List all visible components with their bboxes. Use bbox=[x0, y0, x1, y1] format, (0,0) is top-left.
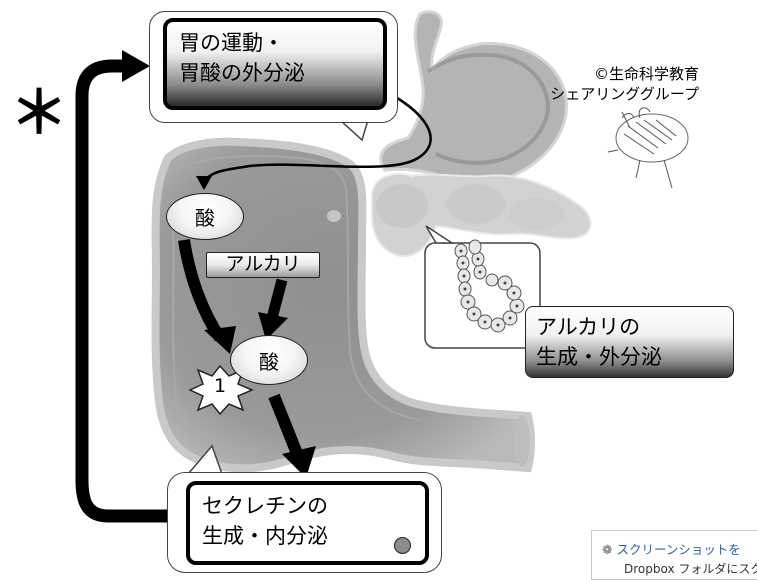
stomach-illustration bbox=[379, 10, 568, 185]
alkali-flow-arrow bbox=[258, 278, 288, 340]
stomach-function-line2: 胃酸の外分泌 bbox=[179, 61, 305, 85]
feedback-arrow bbox=[75, 50, 186, 523]
acid-label-1: 酸 bbox=[195, 206, 215, 230]
copyright-text: ©生命科学教育 シェアリンググループ bbox=[519, 64, 699, 104]
dropbox-toast[interactable]: ❁スクリーンショットを Dropbox フォルダにスク bbox=[591, 530, 757, 580]
stomach-function-line1: 胃の運動・ bbox=[179, 31, 284, 55]
toast-title-row[interactable]: ❁スクリーンショットを bbox=[602, 539, 741, 558]
acinus-cells-illustration bbox=[424, 225, 541, 349]
asterisk-marker: ＊ bbox=[10, 79, 69, 147]
alkali-secretion-line2: 生成・外分泌 bbox=[536, 345, 662, 369]
secretin-box: セクレチンの 生成・内分泌 bbox=[186, 481, 429, 565]
acid-label-2: 酸 bbox=[259, 349, 279, 374]
secretin-line2: 生成・内分泌 bbox=[202, 524, 328, 548]
copyright-line2: シェアリンググループ bbox=[550, 85, 699, 103]
dropbox-icon: ❁ bbox=[602, 542, 613, 557]
acid-secretion-line bbox=[196, 84, 432, 190]
alkali-label-box: アルカリ bbox=[206, 252, 320, 278]
grey-dot-marker bbox=[394, 537, 411, 554]
acid-ellipse-stomach: 酸 bbox=[166, 193, 244, 240]
bird-logo-sketch bbox=[607, 107, 689, 189]
reaction-burst bbox=[188, 364, 254, 416]
acid-ellipse-duodenum: 酸 bbox=[230, 335, 308, 385]
alkali-secretion-box: アルカリの 生成・外分泌 bbox=[525, 306, 734, 378]
secretin-line1: セクレチンの bbox=[202, 494, 328, 518]
copyright-line1: ©生命科学教育 bbox=[593, 65, 699, 83]
secretin-trigger-arrow bbox=[268, 393, 316, 478]
burst-number: 1 bbox=[213, 375, 227, 397]
stomach-function-box: 胃の運動・ 胃酸の外分泌 bbox=[163, 18, 387, 110]
pancreas-illustration bbox=[371, 173, 592, 258]
toast-subtitle: Dropbox フォルダにスク bbox=[624, 562, 757, 576]
alkali-label: アルカリ bbox=[225, 253, 301, 275]
duodenum-illustration bbox=[151, 137, 535, 473]
acid-flow-arrow bbox=[178, 239, 236, 354]
top-callout-tail bbox=[338, 119, 370, 142]
alkali-secretion-line1: アルカリの bbox=[536, 315, 641, 339]
toast-title[interactable]: スクリーンショットを bbox=[616, 542, 741, 557]
